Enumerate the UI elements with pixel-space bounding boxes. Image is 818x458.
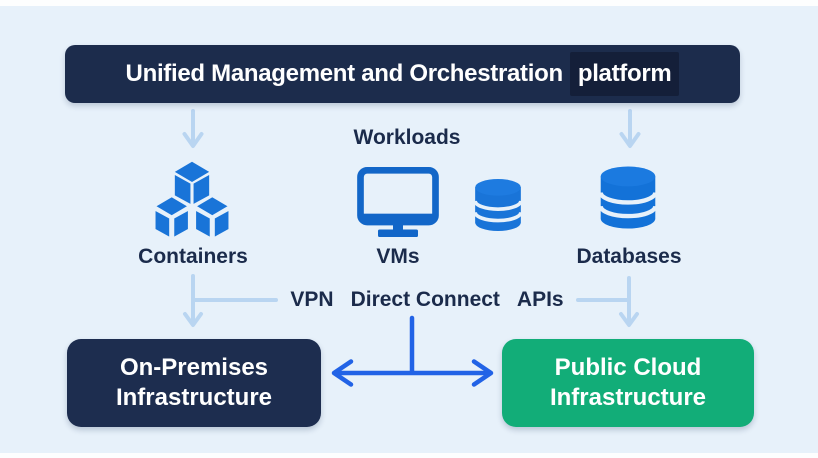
public-cloud-line1: Public Cloud: [554, 354, 702, 381]
cube-top: [174, 161, 210, 204]
apis-label: APIs: [516, 288, 564, 311]
monitor-icon: [357, 167, 439, 237]
direct-connect-label: Direct Connect: [350, 288, 500, 311]
databases-to-cloud-connector: [576, 276, 639, 327]
cubes-icon: [153, 161, 231, 239]
public-cloud-box: Public Cloud Infrastructure: [502, 339, 754, 427]
cube-bottom-right: [194, 195, 231, 239]
public-cloud-line2: Infrastructure: [549, 384, 707, 411]
banner-to-containers-arrow: [182, 109, 204, 148]
unified-management-banner: Unified Management and Orchestration pla…: [65, 45, 740, 103]
banner-title-highlight: platform: [569, 52, 680, 96]
on-premises-box: On-Premises Infrastructure: [67, 339, 321, 427]
connection-labels-row: VPN Direct Connect APIs: [287, 288, 567, 312]
cube-bottom-left: [153, 195, 190, 239]
banner-to-databases-arrow: [619, 109, 641, 148]
databases-label: Databases: [576, 245, 682, 268]
bidirectional-arrow: [331, 359, 494, 387]
vms-label: VMs: [376, 245, 420, 268]
workloads-label: Workloads: [353, 126, 461, 149]
banner-title: Unified Management and Orchestration: [125, 60, 564, 87]
database-icon: [598, 166, 658, 229]
top-margin-strip: [0, 0, 818, 6]
containers-to-onprem-connector: [183, 274, 278, 327]
on-premises-line1: On-Premises: [119, 354, 269, 381]
database-small-icon: [473, 179, 523, 231]
containers-label: Containers: [138, 245, 248, 268]
bottom-margin-strip: [0, 453, 818, 458]
on-premises-line2: Infrastructure: [115, 384, 273, 411]
vpn-label: VPN: [290, 288, 334, 311]
